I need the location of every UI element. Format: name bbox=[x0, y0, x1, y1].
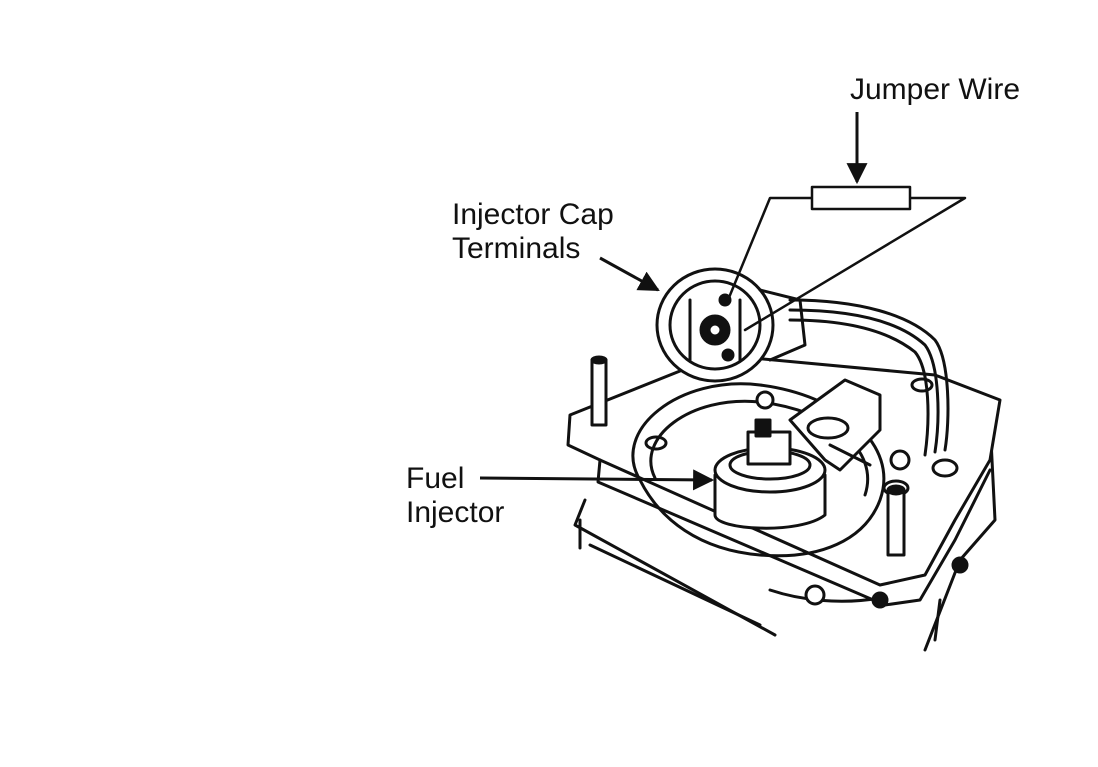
injector-cap-connector bbox=[655, 267, 807, 383]
injector-bracket bbox=[788, 378, 882, 472]
mounting-studs bbox=[590, 355, 969, 609]
fuel-injector bbox=[713, 418, 827, 530]
jumper-wire bbox=[726, 185, 967, 332]
wire-harness bbox=[788, 298, 950, 457]
label-arrows bbox=[479, 112, 868, 491]
jumper-wire-label-text: Jumper Wire bbox=[850, 73, 1021, 106]
fuel-injector-arrow bbox=[479, 469, 715, 491]
jumper-wire-label: Jumper Wire bbox=[850, 73, 1020, 107]
fuel-injector-label-line1: Fuel bbox=[406, 462, 465, 495]
injector-cap-terminals-label: Injector Cap Terminals bbox=[452, 198, 614, 266]
fuel-injector-label-line2: Injector bbox=[406, 496, 505, 529]
injector-cap-label-line1: Injector Cap bbox=[452, 198, 614, 231]
fuel-injector-label: Fuel Injector bbox=[406, 462, 504, 530]
injector-cap-label-line2: Terminals bbox=[452, 232, 581, 265]
injector-cap-arrow bbox=[599, 256, 660, 292]
